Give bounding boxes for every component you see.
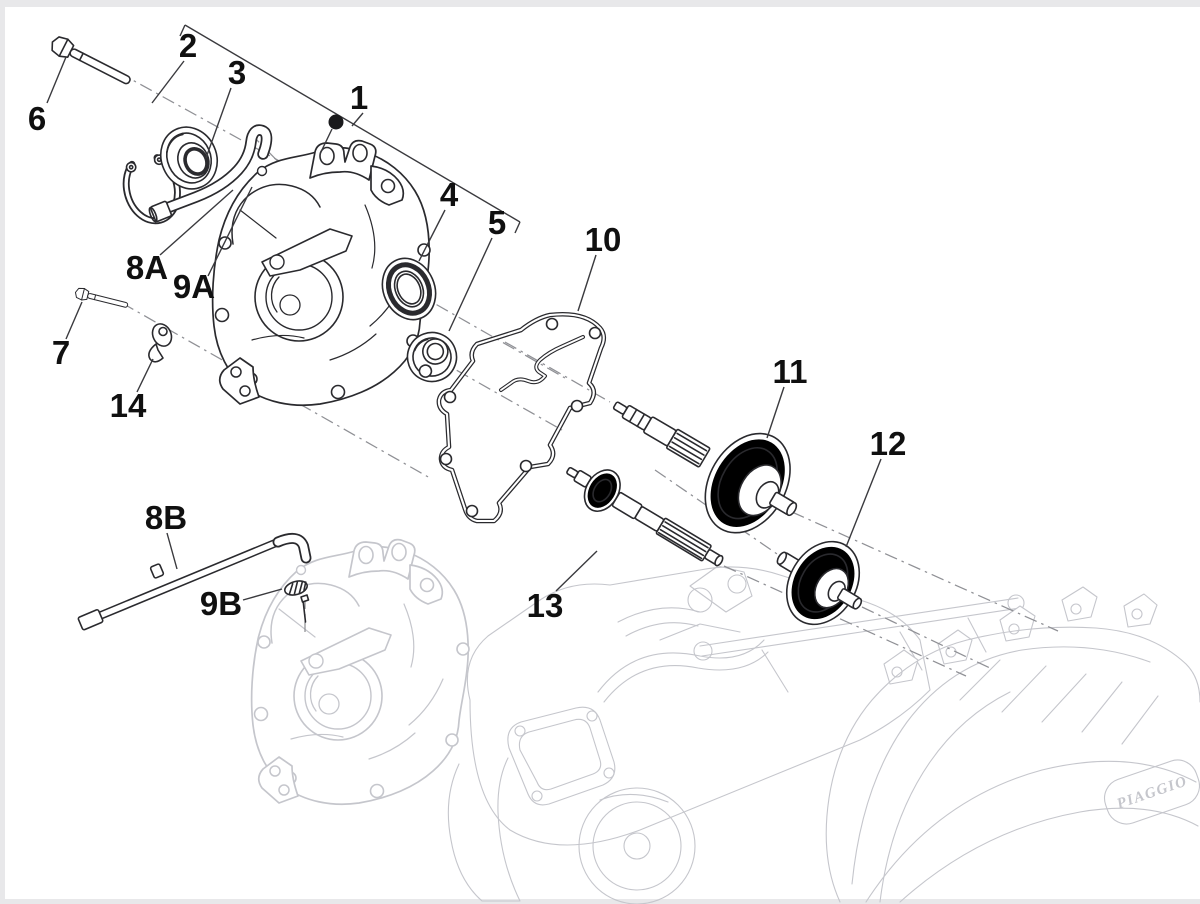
part-ball-bearing xyxy=(406,331,458,383)
callout-12: 12 xyxy=(870,425,907,462)
callout-6: 6 xyxy=(28,100,46,137)
callout-10: 10 xyxy=(585,221,622,258)
part-breather-pipe-b xyxy=(77,532,312,631)
callout-4: 4 xyxy=(440,176,459,213)
part-oil-seal xyxy=(381,257,437,321)
part-bolt-long xyxy=(47,32,135,91)
assembly-reference-dot xyxy=(328,114,344,130)
callout-3: 3 xyxy=(228,54,246,91)
callout-8a: 8A xyxy=(126,249,168,286)
assembly-group-bracket xyxy=(179,24,521,234)
frame-top xyxy=(0,0,1200,7)
leader-lines xyxy=(46,56,882,601)
callout-8b: 8B xyxy=(145,499,187,536)
part-intermediate-gear xyxy=(776,540,863,626)
callout-9a: 9A xyxy=(173,268,215,305)
callout-13: 13 xyxy=(527,587,564,624)
part-bolt-short xyxy=(73,286,130,312)
part-clamp-b xyxy=(282,577,310,623)
part-clip-plate xyxy=(148,323,173,363)
part-gear-shaft-driven xyxy=(612,401,798,534)
part-gasket xyxy=(436,312,607,524)
cover-ghost-lower xyxy=(250,538,470,806)
frame-left xyxy=(0,0,5,904)
callout-5: 5 xyxy=(488,204,506,241)
callout-9b: 9B xyxy=(200,585,242,622)
callout-2: 2 xyxy=(179,27,197,64)
callout-11: 11 xyxy=(773,353,808,390)
callout-7: 7 xyxy=(52,334,70,371)
frame-bottom xyxy=(0,899,1200,904)
part-pinion-shaft xyxy=(566,466,724,567)
callout-14: 14 xyxy=(110,387,147,424)
callout-labels: 1 2 3 4 5 6 7 8A 8B 9A 9B 10 11 12 13 14 xyxy=(28,27,907,624)
callout-1: 1 xyxy=(350,79,368,116)
part-breather-pipe-a xyxy=(148,124,273,223)
